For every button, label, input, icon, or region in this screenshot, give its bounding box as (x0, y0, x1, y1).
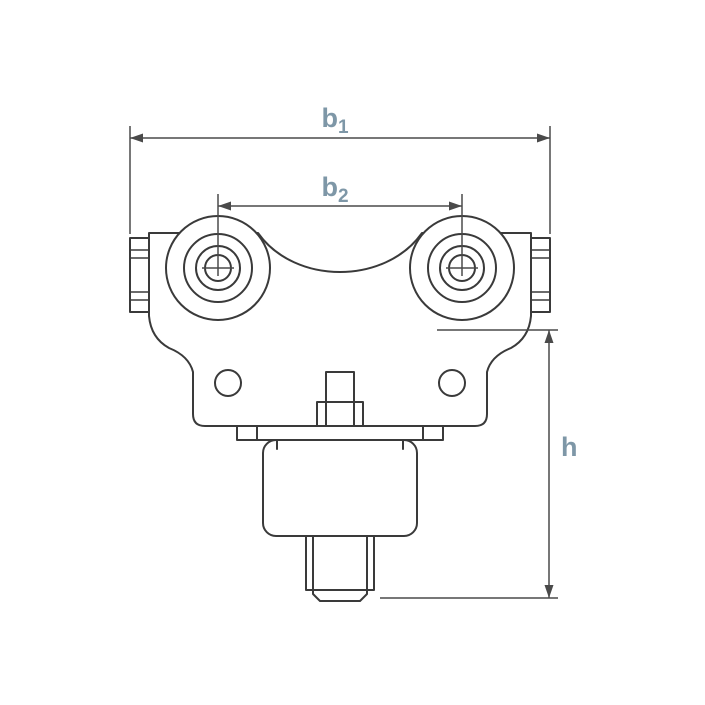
right-side-plate (530, 237, 551, 313)
dim-b2-arrow-left (218, 201, 231, 211)
dim-b2-arrow-right (449, 201, 462, 211)
center-stem (325, 371, 355, 403)
mounting-flange (236, 425, 444, 441)
bolt-tip (312, 589, 368, 602)
dim-label-h: h (561, 432, 578, 462)
right-mounting-hole (438, 369, 466, 397)
dim-h-arrow-bottom (544, 585, 554, 598)
part-drawing-group (129, 215, 551, 602)
dim-b1-arrow-right (537, 133, 550, 143)
center-nut (316, 401, 364, 427)
dim-label-b2: b2 (321, 172, 348, 207)
dimension-arrows-group (130, 133, 554, 598)
dimension-labels-group: b1 b2 h (321, 103, 577, 462)
buffer-cylinder (262, 439, 418, 537)
dim-h-arrow-top (544, 330, 554, 343)
bolt-shank (305, 535, 375, 591)
left-mounting-hole (214, 369, 242, 397)
dim-b1-arrow-left (130, 133, 143, 143)
dim-label-b1: b1 (321, 103, 349, 138)
left-side-plate (129, 237, 150, 313)
dimension-lines-group (129, 126, 558, 599)
